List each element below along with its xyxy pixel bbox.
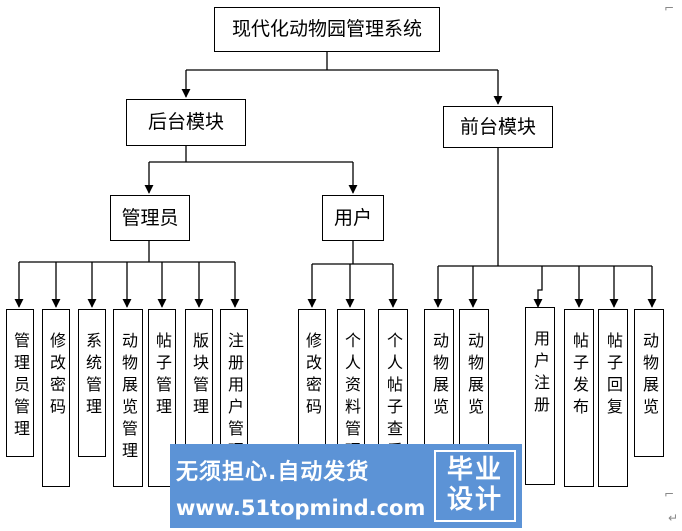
frontend-function-box: 动物展览 (634, 309, 664, 457)
frontend-function-label: 帖子回复 (604, 332, 623, 420)
watermark-banner: 无须担心.自动发货 www.51topmind.com 毕业 设计 (170, 444, 522, 528)
admin-function-label: 系统管理 (83, 332, 102, 420)
user-function-label: 个人资料管理 (342, 332, 361, 464)
admin-function-box: 修改密码 (42, 309, 70, 487)
backend-module-node: 后台模块 (126, 99, 246, 146)
admin-function-box: 系统管理 (78, 309, 106, 457)
frontend-module-node: 前台模块 (443, 106, 553, 148)
frontend-function-label: 动物展览 (465, 332, 484, 420)
admin-function-label: 修改密码 (47, 332, 66, 420)
admin-function-label: 注册用户管理 (225, 332, 244, 464)
user-role-node: 用户 (322, 195, 384, 241)
watermark-badge-line2: 设计 (446, 485, 503, 515)
admin-function-label: 帖子管理 (153, 332, 172, 420)
frontend-function-label: 动物展览 (430, 332, 449, 420)
user-function-label: 修改密码 (303, 332, 322, 420)
user-function-label: 个人帖子查看 (384, 332, 403, 464)
admin-function-label: 版块管理 (190, 332, 209, 420)
frontend-function-box: 帖子发布 (564, 309, 594, 487)
admin-role-node: 管理员 (110, 195, 190, 241)
frontend-function-box: 用户注册 (525, 307, 555, 485)
corner-mark-top-right: ⌐ (664, 1, 675, 15)
admin-function-box: 动物展览管理 (113, 309, 143, 487)
watermark-badge: 毕业 设计 (434, 450, 516, 522)
frontend-function-label: 动物展览 (640, 332, 659, 420)
watermark-url: www.51topmind.com (176, 496, 426, 520)
watermark-slogan: 无须担心.自动发货 (176, 460, 370, 485)
watermark-badge-line1: 毕业 (446, 455, 503, 486)
admin-function-label: 管理员管理 (11, 332, 30, 442)
frontend-function-label: 用户注册 (531, 330, 550, 418)
root-node: 现代化动物园管理系统 (214, 7, 440, 52)
admin-function-box: 管理员管理 (6, 309, 34, 457)
frontend-function-box: 帖子回复 (598, 309, 628, 487)
frontend-function-box: 动物展览 (459, 309, 489, 457)
frontend-function-label: 帖子发布 (570, 332, 589, 420)
admin-function-label: 动物展览管理 (119, 332, 138, 464)
corner-mark-bottom-right: ⌐ (664, 487, 675, 501)
paragraph-mark: ↵ (668, 511, 679, 525)
frontend-function-box: 动物展览 (424, 309, 454, 457)
